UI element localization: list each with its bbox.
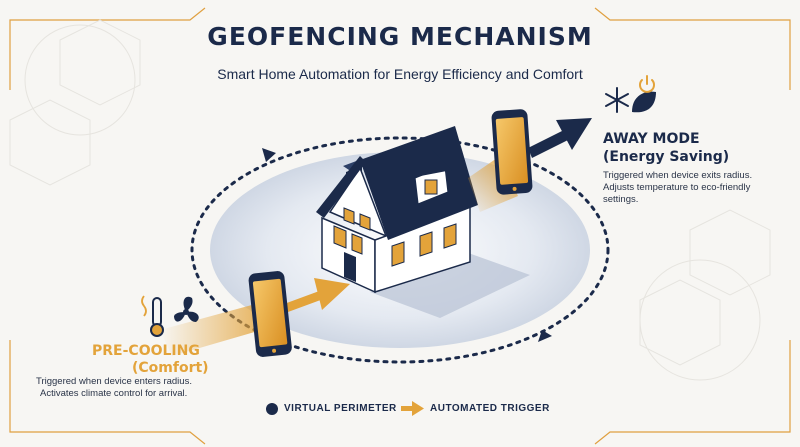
perimeter-arrow-bottom xyxy=(538,330,552,342)
away-mode-description-3: settings. xyxy=(603,194,639,205)
perimeter-arrow-top xyxy=(262,148,276,162)
fan-icon xyxy=(174,296,199,322)
pre-cooling-trigger-arrow xyxy=(160,278,350,356)
snowflake-icon xyxy=(605,87,629,113)
page-title: GEOFENCING MECHANISM xyxy=(207,22,593,51)
page-subtitle: Smart Home Automation for Energy Efficie… xyxy=(217,66,583,82)
away-mode-description-2: Adjusts temperature to eco-friendly xyxy=(603,182,751,193)
house-shadow xyxy=(370,250,530,318)
pre-cooling-phone-icon xyxy=(248,271,292,357)
away-mode-subtitle: (Energy Saving) xyxy=(603,149,730,165)
hexagon-decoration xyxy=(9,19,771,381)
pre-cooling-description-2: Activates climate control for arrival. xyxy=(40,388,188,399)
legend-trigger-marker xyxy=(401,401,424,416)
away-phone-icon xyxy=(491,109,533,195)
thermometer-icon xyxy=(141,295,164,337)
legend-perimeter-marker xyxy=(266,403,278,415)
leaf-icon xyxy=(632,91,656,113)
house-icon xyxy=(316,126,478,294)
legend-trigger-label: AUTOMATED TRIGGER xyxy=(430,403,550,414)
away-mode-description-1: Triggered when device exits radius. xyxy=(603,170,753,181)
virtual-perimeter xyxy=(190,136,610,364)
power-icon xyxy=(639,75,655,93)
pre-cooling-description-1: Triggered when device enters radius. xyxy=(36,376,192,387)
legend-perimeter-label: VIRTUAL PERIMETER xyxy=(284,403,397,414)
pre-cooling-subtitle: (Comfort) xyxy=(132,360,209,376)
pre-cooling-title: PRE-COOLING xyxy=(92,343,200,359)
away-mode-title: AWAY MODE xyxy=(603,131,700,147)
